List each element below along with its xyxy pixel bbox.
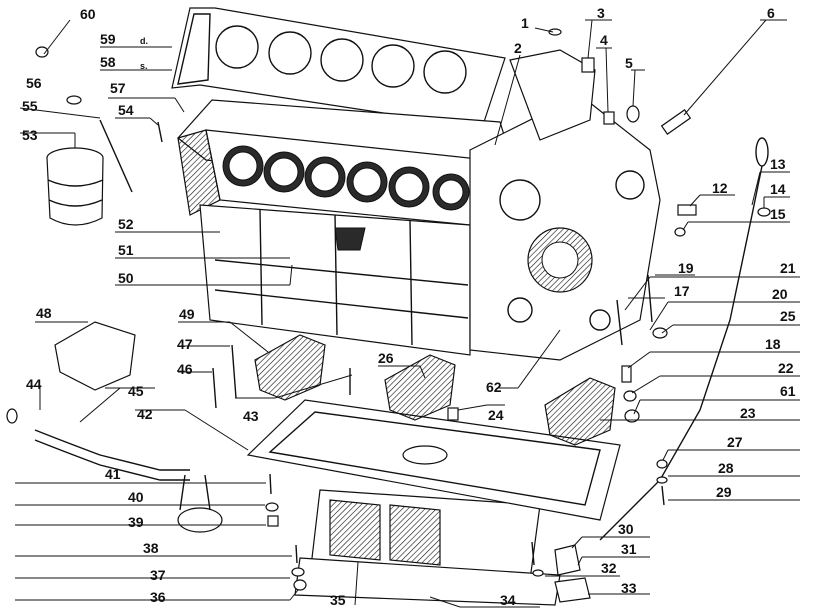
callout-4: 4 xyxy=(600,32,608,48)
callout-6: 6 xyxy=(767,5,775,21)
callout-49: 49 xyxy=(179,306,195,322)
leader-lines xyxy=(15,19,800,608)
callout-28: 28 xyxy=(718,460,734,476)
callout-46: 46 xyxy=(177,361,193,377)
callout-24: 24 xyxy=(488,407,504,423)
callout-56: 56 xyxy=(26,75,42,91)
callout-3: 3 xyxy=(597,5,605,21)
callout-54: 54 xyxy=(118,102,134,118)
callout-57: 57 xyxy=(110,80,126,96)
callout-12: 12 xyxy=(712,180,728,196)
callout-22: 22 xyxy=(778,360,794,376)
callout-numbers: 1 2 3 4 5 6 12 13 14 15 17 18 19 20 21 2… xyxy=(22,5,796,608)
callout-15: 15 xyxy=(770,206,786,222)
callout-48: 48 xyxy=(36,305,52,321)
callout-29: 29 xyxy=(716,484,732,500)
callout-53: 53 xyxy=(22,127,38,143)
callout-50: 50 xyxy=(118,270,134,286)
callout-41: 41 xyxy=(105,466,121,482)
callout-5: 5 xyxy=(625,55,633,71)
bracket xyxy=(54,321,136,391)
callout-1: 1 xyxy=(521,15,529,31)
callout-30: 30 xyxy=(618,521,634,537)
oil-sump xyxy=(294,489,561,606)
callout-35: 35 xyxy=(330,592,346,608)
callout-14: 14 xyxy=(770,181,786,197)
callout-27: 27 xyxy=(727,434,743,450)
side-mark-s: s. xyxy=(140,61,148,71)
callout-19: 19 xyxy=(678,260,694,276)
callout-55: 55 xyxy=(22,98,38,114)
callout-13: 13 xyxy=(770,156,786,172)
callout-60: 60 xyxy=(80,6,96,22)
callout-2: 2 xyxy=(514,40,522,56)
callout-44: 44 xyxy=(26,376,42,392)
callout-32: 32 xyxy=(601,560,617,576)
callout-37: 37 xyxy=(150,567,166,583)
main-bearing-caps xyxy=(254,334,616,446)
callout-33: 33 xyxy=(621,580,637,596)
callout-31: 31 xyxy=(621,541,637,557)
small-parts xyxy=(6,28,771,603)
callout-38: 38 xyxy=(143,540,159,556)
callout-42: 42 xyxy=(137,406,153,422)
callout-23: 23 xyxy=(740,405,756,421)
callout-43: 43 xyxy=(243,408,259,424)
callout-36: 36 xyxy=(150,589,166,605)
callout-18: 18 xyxy=(765,336,781,352)
callout-40: 40 xyxy=(128,489,144,505)
callout-25: 25 xyxy=(780,308,796,324)
callout-47: 47 xyxy=(177,336,193,352)
callout-59: 59 xyxy=(100,31,116,47)
callout-45: 45 xyxy=(128,383,144,399)
oil-pickup xyxy=(34,429,223,533)
callout-62: 62 xyxy=(486,379,502,395)
callout-20: 20 xyxy=(772,286,788,302)
callout-17: 17 xyxy=(674,283,690,299)
side-mark-d: d. xyxy=(140,36,148,46)
head-gasket xyxy=(171,7,506,129)
callout-26: 26 xyxy=(378,350,394,366)
dipstick xyxy=(599,137,769,541)
callout-51: 51 xyxy=(118,242,134,258)
callout-58: 58 xyxy=(100,54,116,70)
crankcase-block xyxy=(177,49,661,361)
callout-34: 34 xyxy=(500,592,516,608)
callout-39: 39 xyxy=(128,514,144,530)
callout-21: 21 xyxy=(780,260,796,276)
callout-52: 52 xyxy=(118,216,134,232)
callout-61: 61 xyxy=(780,383,796,399)
cylinder-liner xyxy=(46,147,104,226)
sump-gasket xyxy=(246,399,621,521)
